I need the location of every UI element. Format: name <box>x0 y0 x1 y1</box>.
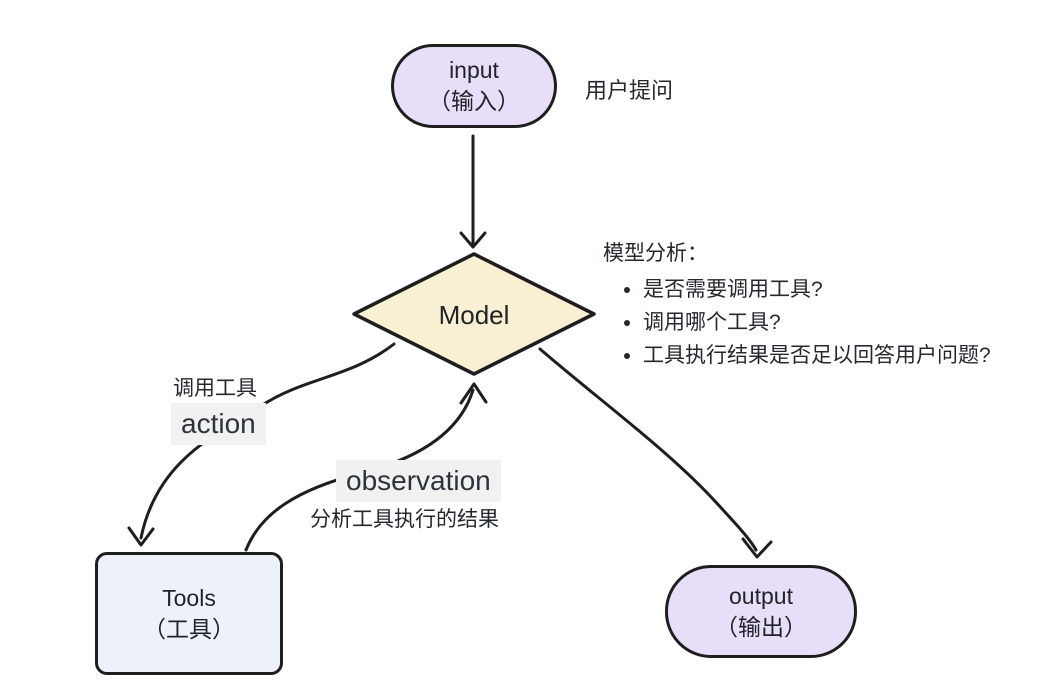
node-model-shape[interactable] <box>352 252 596 376</box>
edge-label-action: action <box>171 403 266 445</box>
annotation-bullet-2: 调用哪个工具? <box>643 306 991 339</box>
arrow-model-to-output-line <box>538 347 758 552</box>
annotation-analyze-result: 分析工具执行的结果 <box>310 508 499 531</box>
annotation-user-question: 用户提问 <box>585 78 674 103</box>
node-input-label-en: input <box>449 57 499 83</box>
node-tools-label-cn: （工具） <box>143 615 235 642</box>
edge-label-observation: observation <box>336 460 501 502</box>
annotation-bullet-3: 工具执行结果是否足以回答用户问题? <box>643 339 991 372</box>
arrow-tools-to-model-head <box>459 382 488 405</box>
node-input[interactable]: input （输入） <box>391 44 557 128</box>
annotation-model-analysis-list: 是否需要调用工具? 调用哪个工具? 工具执行结果是否足以回答用户问题? <box>603 273 991 372</box>
node-output-label-en: output <box>729 582 793 609</box>
annotation-model-analysis-title: 模型分析： <box>603 242 708 265</box>
node-output[interactable]: output （输出） <box>665 565 857 658</box>
arrow-input-to-model[interactable] <box>459 134 487 249</box>
node-output-label-cn: （输出） <box>715 613 807 640</box>
arrow-model-to-output[interactable] <box>538 347 773 559</box>
annotation-bullet-1: 是否需要调用工具? <box>643 273 991 306</box>
arrow-model-to-output-head <box>741 537 773 559</box>
node-tools-label-en: Tools <box>162 584 216 611</box>
annotation-model-analysis: 模型分析： 是否需要调用工具? 调用哪个工具? 工具执行结果是否足以回答用户问题… <box>603 241 991 372</box>
node-input-label-cn: （输入） <box>428 88 520 114</box>
arrow-model-to-tools-head <box>127 526 155 547</box>
node-tools[interactable]: Tools （工具） <box>95 552 283 675</box>
annotation-call-tool: 调用工具 <box>173 377 257 400</box>
arrow-input-to-model-head <box>459 231 487 249</box>
